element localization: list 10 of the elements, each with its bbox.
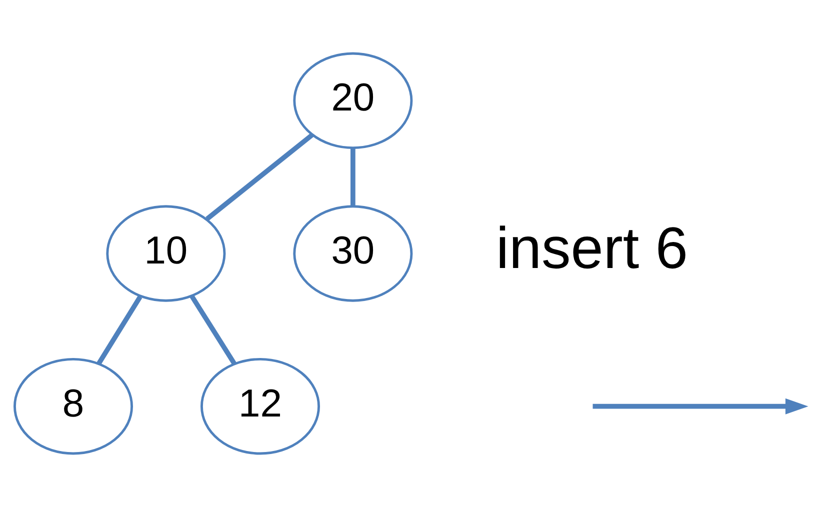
connector [206,132,314,221]
connector [190,294,237,366]
node-ellipse: 12 [200,358,320,455]
node-ellipse: 8 [14,358,133,455]
node-ellipse: 10 [106,205,226,302]
connector [350,148,356,206]
connector [96,296,142,366]
node-ellipse: 20 [293,52,413,150]
label: insert 6 [496,216,688,281]
node-ellipse: 30 [293,205,413,302]
